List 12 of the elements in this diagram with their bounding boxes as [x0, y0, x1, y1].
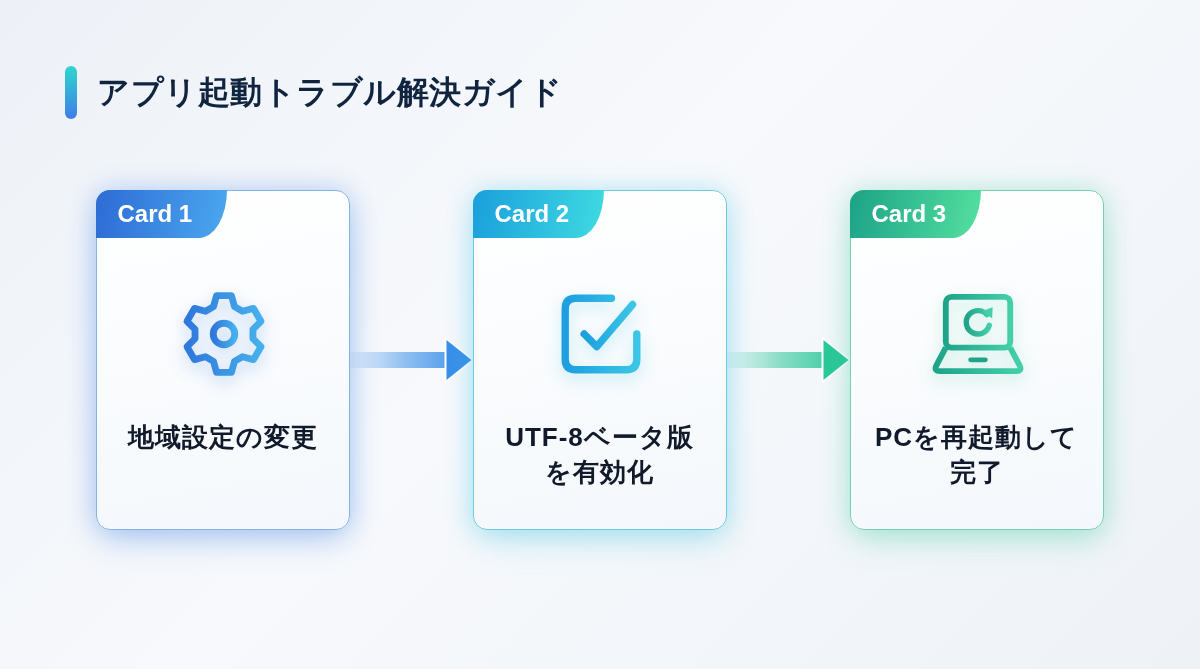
step-card — [96, 190, 350, 530]
step-card — [473, 190, 727, 530]
card-tab: Card 2 — [472, 189, 604, 238]
arrow — [727, 337, 851, 383]
title: アプリ起動トラブル解決ガイド — [97, 73, 562, 112]
step-label: 地域設定の変更 — [126, 421, 319, 454]
step-label: PCを再起動して完了 — [873, 421, 1080, 489]
card-tab: Card 3 — [849, 189, 981, 238]
arrow — [350, 337, 474, 383]
step-label: UTF-8ベータ版を有効化 — [504, 421, 695, 489]
step-card — [850, 190, 1104, 530]
card-tab: Card 1 — [95, 189, 227, 238]
